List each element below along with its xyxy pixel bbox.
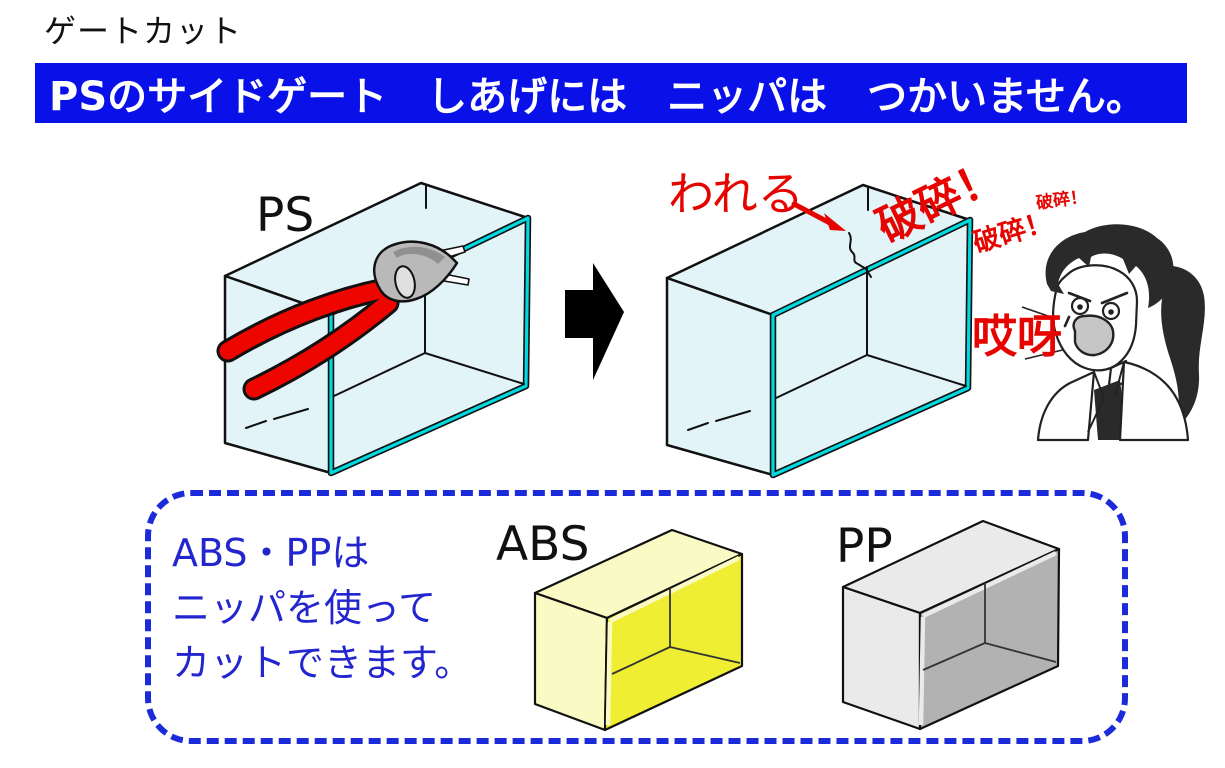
pp-material-label: PP [836,519,893,574]
jacket-left [1036,370,1096,442]
ponytail [1146,265,1205,428]
note-line-2: ニッパを使って [172,586,437,630]
hair [1045,224,1174,308]
jacket-right [1118,360,1190,442]
note-frame [145,490,1128,744]
note-line-1: ABS・PPは [172,531,370,575]
crack-callout-label: われる [668,167,804,221]
warning-banner-text: PSのサイドゲート しあげには ニッパは つかいません。 [49,74,1146,120]
exclaim-label: 哎呀 [972,310,1063,363]
shirt [1094,380,1127,440]
abs-material-label: ABS [496,517,590,572]
open-mouth [1072,314,1115,357]
arrow-right-icon [565,263,624,380]
page-title: ゲートカット [44,12,243,50]
eyebrows [1067,291,1129,305]
nippers-icon [216,240,470,401]
crack-line [848,232,872,278]
note-line-3: カットできます。 [172,641,473,685]
shatter-label-small: 破碎！ [1034,186,1089,214]
ps-material-label: PS [256,188,315,243]
neck [1107,359,1131,387]
warning-banner: PSのサイドゲート しあげには ニッパは つかいません。 [35,63,1187,123]
face [1051,264,1139,372]
